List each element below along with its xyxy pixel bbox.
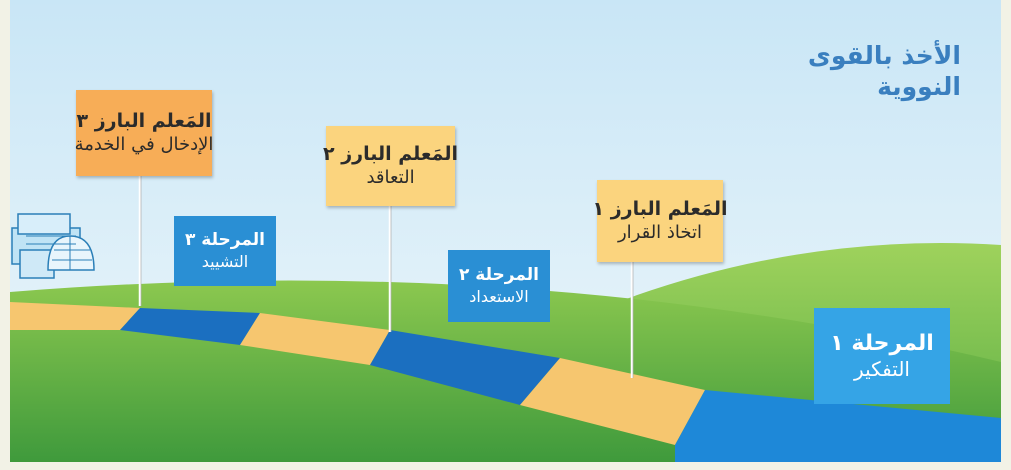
milestone-2-label: المَعلم البارز ٢ (322, 142, 459, 165)
phase-3-text: التشييد (201, 251, 249, 271)
milestone-1-label: المَعلم البارز ١ (592, 197, 728, 220)
milestone-3-sign: المَعلم البارز ٣ الإدخال في الخدمة (74, 90, 214, 176)
diagram-title: الأخذ بالقوى النووية (808, 40, 961, 102)
road-segment (120, 308, 260, 345)
milestone-2-sign: المَعلم البارز ٢ التعاقد (322, 126, 459, 206)
phase-3-box: المرحلة ٣ التشييد (174, 216, 276, 286)
phase-2-text: الاستعداد (469, 286, 529, 306)
phase-2-box: المرحلة ٢ الاستعداد (448, 250, 550, 322)
nuclear-plant-icon (11, 213, 95, 279)
roadmap-diagram: الأخذ بالقوى النووية المَعلم البارز ٣ ال… (10, 0, 1001, 462)
title-line-1: الأخذ بالقوى (807, 41, 961, 70)
milestone-2-text: التعاقد (366, 166, 415, 188)
phase-1-box: المرحلة ١ التفكير (814, 308, 950, 404)
phase-1-text: التفكير (854, 357, 910, 382)
phase-3-label: المرحلة ٣ (185, 230, 265, 251)
milestone-1-sign: المَعلم البارز ١ اتخاذ القرار (592, 180, 728, 262)
landscape (10, 0, 1001, 462)
milestone-3-label: المَعلم البارز ٣ (76, 109, 212, 132)
milestone-3-text: الإدخال في الخدمة (74, 133, 214, 155)
phase-2-label: المرحلة ٢ (459, 265, 539, 286)
road-segment (370, 330, 560, 405)
phase-1-label: المرحلة ١ (830, 330, 934, 356)
title-line-2: النووية (877, 72, 961, 101)
road-segment (10, 302, 140, 330)
road-segment (675, 390, 1001, 462)
milestone-1-text: اتخاذ القرار (617, 221, 703, 243)
sign-poles (138, 176, 634, 378)
road (10, 302, 1001, 462)
road-segment (520, 358, 705, 445)
road-segment (240, 313, 390, 365)
